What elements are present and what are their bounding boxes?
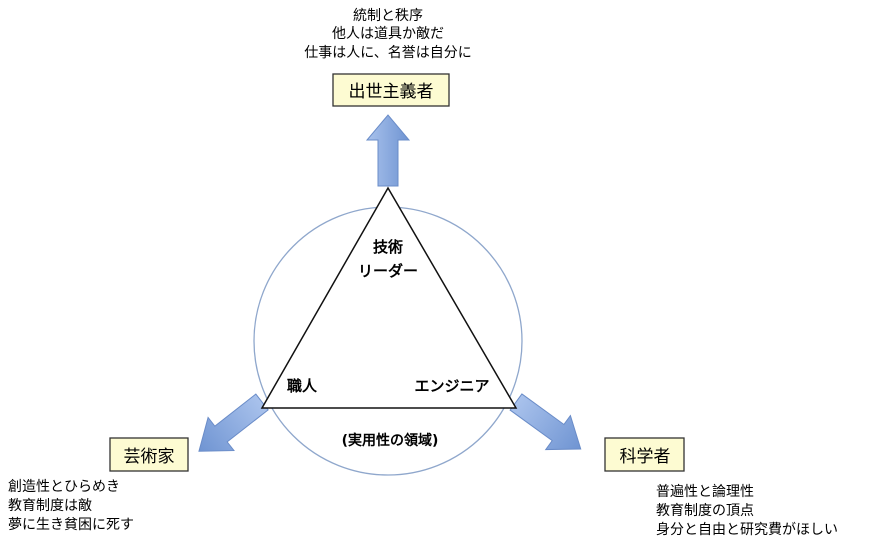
label-practical-domain: (実用性の領域) (342, 432, 439, 449)
careerist-title: 出世主義者 (349, 82, 434, 102)
left-line-1: 創造性とひらめき (8, 479, 120, 495)
label-tech-leader-1: 技術 (373, 238, 403, 256)
top-line-2: 他人は道具か敵だ (332, 26, 444, 42)
left-line-2: 教育制度は敵 (8, 498, 92, 514)
label-craftsman: 職人 (287, 377, 318, 395)
label-tech-leader-2: リーダー (358, 262, 418, 280)
label-engineer: エンジニア (414, 377, 489, 395)
right-line-3: 身分と自由と研究費がほしい (656, 522, 838, 538)
artist-title: 芸術家 (124, 447, 175, 467)
triangle (260, 186, 518, 409)
scientist-title: 科学者 (620, 447, 671, 467)
right-line-1: 普遍性と論理性 (656, 484, 754, 500)
artist-box (109, 437, 189, 472)
arrow-left-down-icon (198, 393, 269, 452)
top-line-1: 統制と秩序 (353, 8, 423, 24)
arrow-up-icon (365, 114, 411, 187)
scientist-box (604, 437, 685, 472)
left-line-3: 夢に生き貧困に死す (8, 517, 134, 533)
arrow-right-down-icon (509, 393, 582, 451)
top-line-3: 仕事は人に、名誉は自分に (304, 45, 472, 61)
careerist-box (332, 73, 450, 107)
right-line-2: 教育制度の頂点 (656, 503, 754, 519)
